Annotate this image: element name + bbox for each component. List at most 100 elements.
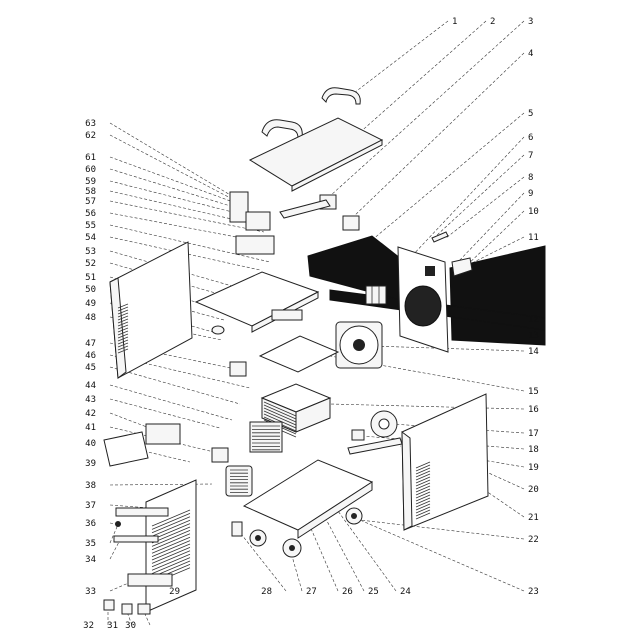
label-57: 57: [85, 197, 96, 207]
louverL-slot: [117, 309, 129, 315]
leader-11: [469, 236, 525, 265]
label-62: 62: [85, 131, 96, 141]
terminal-30: [137, 603, 151, 615]
leader-46: [109, 354, 251, 389]
transformer-small: [342, 215, 360, 231]
louverL-slot: [117, 306, 129, 312]
label-33: 33: [85, 587, 96, 597]
louverL-slot: [117, 303, 129, 309]
finsA-slot: [263, 404, 297, 420]
leader-60: [109, 168, 251, 213]
label-35: 35: [85, 539, 96, 549]
leader-36: [109, 522, 117, 525]
louverF-slot: [151, 550, 191, 568]
label-3: 3: [528, 17, 533, 27]
label-29: 29: [169, 587, 180, 597]
rear-switch: [425, 266, 435, 276]
louverR-slot: [415, 509, 431, 517]
fan-hub: [353, 339, 365, 351]
cable-clip: [431, 231, 449, 243]
label-60: 60: [85, 165, 96, 175]
heatsink-lower: [249, 421, 283, 453]
leader-15: [329, 355, 525, 392]
label-plate: [103, 431, 149, 467]
louverF-slot: [151, 533, 191, 551]
right-panel-louvers: [415, 461, 431, 520]
pcb-relays: [245, 211, 271, 231]
label-17: 17: [528, 429, 539, 439]
finsA-slot: [263, 401, 297, 417]
heatsink-lower-fins: [252, 425, 280, 451]
louverF-slot: [151, 547, 191, 564]
right-side-panel: [401, 393, 489, 531]
louverL-slot: [117, 348, 129, 354]
label-53: 53: [85, 247, 96, 257]
handle-top-left: [261, 119, 303, 139]
handle-top-right: [321, 87, 361, 105]
label-38: 38: [85, 481, 96, 491]
label-22: 22: [528, 535, 539, 545]
leader-1: [349, 20, 449, 97]
label-40: 40: [85, 439, 96, 449]
connector-block: [229, 361, 247, 377]
board-bracket: [229, 191, 249, 223]
louverR-slot: [415, 491, 431, 499]
louverL-slot: [117, 321, 129, 327]
label-24: 24: [400, 587, 411, 597]
left-panel-louvers: [117, 303, 129, 354]
label-50: 50: [85, 285, 96, 295]
label-7: 7: [528, 151, 533, 161]
louverR-slot: [415, 473, 431, 481]
leader-25: [299, 469, 365, 592]
leader-21: [469, 479, 525, 518]
label-39: 39: [85, 459, 96, 469]
label-47: 47: [85, 339, 96, 349]
label-2: 2: [490, 17, 495, 27]
leader-16: [329, 403, 525, 410]
label-6: 6: [528, 133, 533, 143]
louverL-slot: [117, 345, 129, 351]
leader-24: [329, 499, 397, 592]
louverL-slot: [117, 330, 129, 336]
wheel-left: [249, 529, 267, 547]
label-16: 16: [528, 405, 539, 415]
louverR-slot: [415, 494, 431, 502]
label-21: 21: [528, 513, 539, 523]
rear-fan-grille: [404, 285, 442, 327]
leader-56: [109, 212, 253, 241]
leader-63: [109, 122, 233, 197]
label-52: 52: [85, 259, 96, 269]
label-27: 27: [306, 587, 317, 597]
label-8: 8: [528, 173, 533, 183]
terminal-31: [121, 603, 133, 615]
leader-34: [109, 539, 121, 560]
bottom-base-edge: [297, 481, 373, 539]
heatsink-side: [295, 397, 331, 433]
label-10: 10: [528, 207, 539, 217]
label-48: 48: [85, 313, 96, 323]
right-side-panel-edge: [401, 430, 413, 531]
label-5: 5: [528, 109, 533, 119]
louverR-slot: [415, 488, 431, 496]
louverR-slot: [415, 476, 431, 484]
leader-2: [339, 20, 487, 151]
finsA-slot: [263, 410, 297, 426]
terminal-block: [365, 285, 387, 305]
louverF-slot: [151, 516, 191, 534]
label-32: 32: [83, 621, 94, 631]
leader-44: [109, 384, 233, 421]
leader-7: [435, 154, 525, 237]
label-46: 46: [85, 351, 96, 361]
louverL-slot: [117, 339, 129, 345]
louverL-slot: [117, 318, 129, 324]
leader-27: [291, 555, 303, 592]
label-41: 41: [85, 423, 96, 433]
louverR-slot: [415, 503, 431, 511]
label-51: 51: [85, 273, 96, 283]
louverR-slot: [415, 500, 431, 508]
leader-62: [109, 134, 239, 203]
leader-8: [445, 176, 525, 239]
wheel-right: [345, 507, 363, 525]
front-knob: [115, 521, 121, 527]
label-36: 36: [85, 519, 96, 529]
